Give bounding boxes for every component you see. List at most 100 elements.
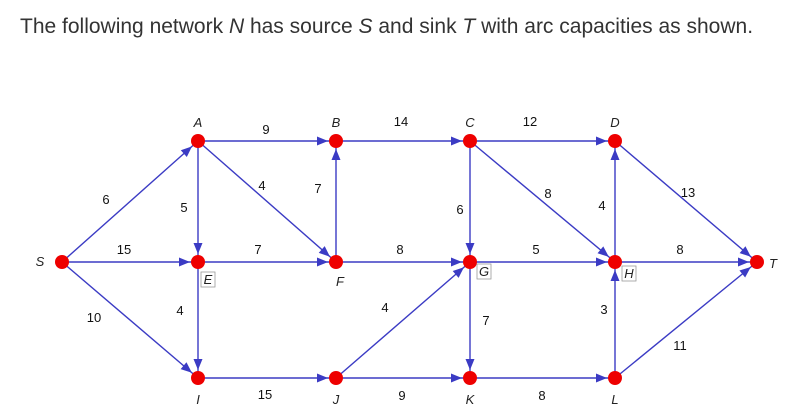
arc-J-G (335, 261, 471, 379)
capacity-label-E-I: 4 (176, 303, 183, 318)
capacity-label-F-G: 8 (396, 242, 403, 257)
node-label-T: T (769, 256, 778, 271)
capacity-label-H-D: 4 (598, 198, 605, 213)
arrowhead-A-F (318, 246, 330, 257)
node-A (191, 134, 205, 148)
node-H (608, 255, 622, 269)
capacity-label-C-H: 8 (544, 186, 551, 201)
arc-S-A (61, 140, 199, 263)
node-labels-layer: S A B C D E F G H T I J K L (36, 115, 778, 407)
arrowhead-L-T (739, 267, 751, 278)
node-label-L: L (611, 392, 618, 407)
arrowhead-S-A (180, 146, 193, 157)
arrowhead-S-I (180, 362, 192, 373)
source-name: S (358, 15, 373, 38)
arrowhead-S-E (179, 257, 190, 267)
arrowhead-A-E (193, 243, 203, 254)
capacity-label-I-J: 15 (258, 387, 272, 402)
capacity-label-K-L: 8 (538, 388, 545, 403)
node-label-F: F (336, 274, 345, 289)
arrowhead-F-B (331, 149, 341, 160)
node-K (463, 371, 477, 385)
capacity-label-J-K: 9 (398, 388, 405, 403)
capacity-label-A-B: 9 (262, 122, 269, 137)
question-part: has source (244, 15, 359, 38)
node-F (329, 255, 343, 269)
arrowhead-J-G (452, 267, 464, 278)
node-label-S: S (36, 254, 45, 269)
arrowhead-C-G (465, 243, 475, 254)
node-label-K: K (466, 392, 476, 407)
arrowhead-H-T (738, 257, 749, 267)
arrowhead-K-L (596, 373, 607, 383)
node-G (463, 255, 477, 269)
arrowhead-I-J (317, 373, 328, 383)
question-text: The following network N has source S and… (20, 8, 780, 46)
question-part: with arc capacities as shown. (475, 15, 754, 38)
capacity-label-G-K: 7 (482, 313, 489, 328)
arrowhead-E-I (193, 359, 203, 370)
capacity-label-L-H: 3 (600, 302, 607, 317)
node-label-box-E (200, 271, 216, 288)
question-part: and sink (372, 15, 463, 38)
node-label-H: H (624, 266, 634, 281)
arrowhead-D-T (739, 246, 751, 257)
node-B (329, 134, 343, 148)
node-label-box-G (476, 263, 492, 280)
node-label-B: B (332, 115, 341, 130)
arrowhead-H-D (610, 149, 620, 160)
arc-C-H (469, 140, 616, 263)
arrowhead-F-G (451, 257, 462, 267)
node-S (55, 255, 69, 269)
arc-A-F (197, 140, 337, 263)
arrowhead-L-H (610, 270, 620, 281)
arrowhead-G-K (465, 359, 475, 370)
capacity-label-S-A: 6 (102, 192, 109, 207)
arcs-layer (61, 136, 758, 383)
capacity-label-H-T: 8 (676, 242, 683, 257)
capacity-label-C-G: 6 (456, 202, 463, 217)
node-label-J: J (332, 392, 340, 407)
capacity-label-C-D: 12 (523, 114, 537, 129)
node-J (329, 371, 343, 385)
node-label-box-H (621, 265, 637, 282)
node-label-G: G (479, 264, 489, 279)
capacity-label-F-B: 7 (314, 181, 321, 196)
node-label-A: A (193, 115, 203, 130)
capacity-label-L-T: 11 (673, 338, 687, 353)
arrowhead-A-B (317, 136, 328, 146)
arc-D-T (614, 140, 758, 263)
capacity-label-A-F: 4 (258, 178, 265, 193)
capacity-label-D-T: 13 (681, 185, 695, 200)
arc-L-T (614, 261, 758, 379)
node-E (191, 255, 205, 269)
arc-S-I (61, 261, 199, 379)
node-label-I: I (196, 392, 200, 407)
arrowhead-E-F (317, 257, 328, 267)
arrowhead-C-H (597, 246, 609, 257)
capacity-label-J-G: 4 (381, 300, 388, 315)
capacity-label-S-I: 10 (87, 310, 101, 325)
node-label-C: C (465, 115, 475, 130)
arrowhead-G-H (596, 257, 607, 267)
node-label-D: D (610, 115, 619, 130)
node-T (750, 255, 764, 269)
capacity-label-A-E: 5 (180, 200, 187, 215)
node-D (608, 134, 622, 148)
sink-name: T (462, 15, 476, 38)
capacity-label-S-E: 15 (117, 242, 131, 257)
arrowhead-C-D (596, 136, 607, 146)
question-part: The following network (20, 15, 229, 38)
node-L (608, 371, 622, 385)
node-label-E: E (204, 272, 213, 287)
nodes-layer (55, 134, 764, 385)
capacity-label-B-C: 14 (394, 114, 408, 129)
node-I (191, 371, 205, 385)
capacity-label-E-F: 7 (254, 242, 261, 257)
arrowhead-B-C (451, 136, 462, 146)
network-name: N (228, 15, 245, 38)
arrowhead-J-K (451, 373, 462, 383)
node-C (463, 134, 477, 148)
